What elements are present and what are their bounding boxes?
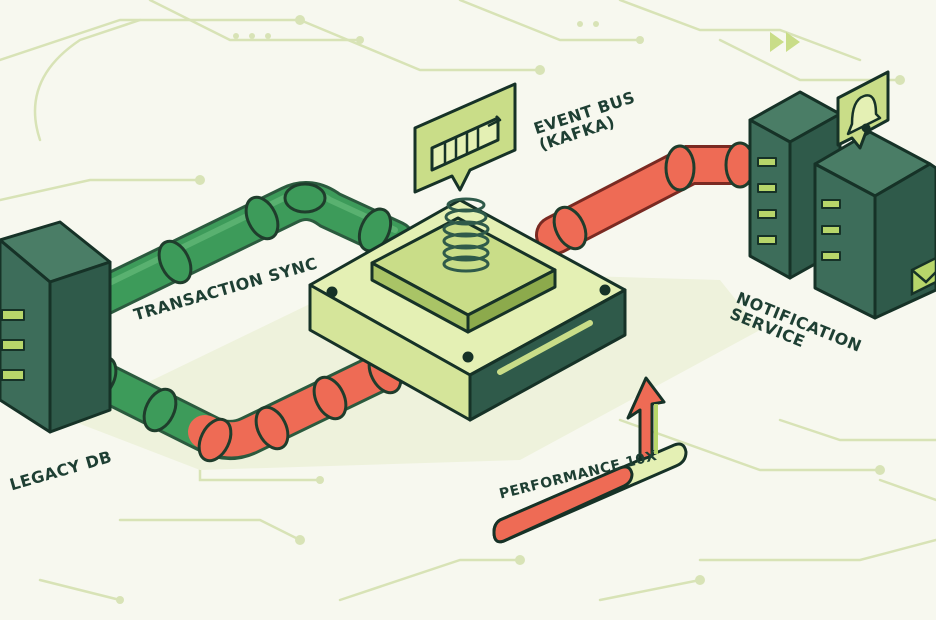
circuit-nodes <box>116 15 905 604</box>
play-arrow-icon <box>770 32 800 52</box>
event-bus-hub <box>308 198 627 422</box>
queue-buffer-icon <box>413 82 517 194</box>
envelope-icon <box>910 256 936 297</box>
notification-servers <box>748 90 936 320</box>
legacy-db-server <box>0 220 112 434</box>
up-arrow-icon <box>626 376 666 462</box>
pipe-event-stream <box>535 141 780 255</box>
pipe-transaction-sync <box>75 181 415 320</box>
performance-bar <box>492 442 688 544</box>
bell-icon <box>836 70 890 150</box>
spring-icon <box>442 197 490 273</box>
